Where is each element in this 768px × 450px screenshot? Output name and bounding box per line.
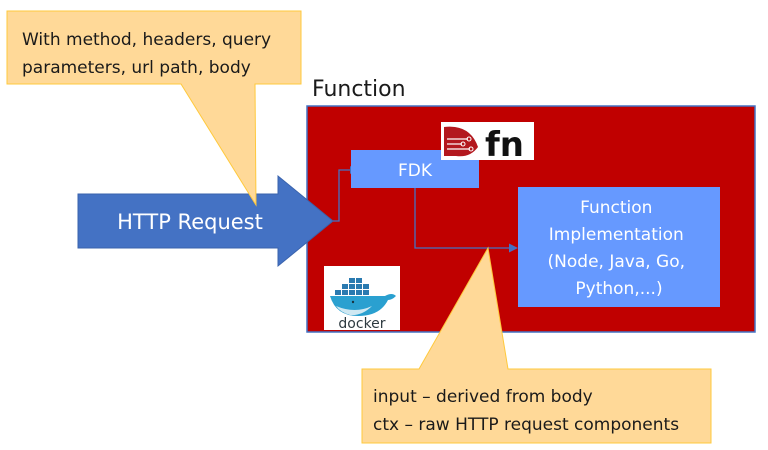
implementation-line: Python,...) — [575, 279, 662, 299]
callout-top-line: With method, headers, query — [22, 30, 271, 50]
fdk-label: FDK — [398, 161, 433, 181]
function-title: Function — [312, 77, 406, 102]
callout-top-line: parameters, url path, body — [22, 58, 251, 78]
implementation-box — [518, 187, 720, 307]
connector-to-implementation — [414, 188, 510, 249]
callout-bottom — [361, 246, 712, 444]
implementation-text: Function Implementation (Node, Java, Go,… — [548, 198, 691, 299]
callout-bottom-line: input – derived from body — [373, 387, 593, 407]
implementation-line: (Node, Java, Go, — [548, 252, 686, 272]
implementation-line: Implementation — [549, 225, 684, 245]
fn-logo-text: fn — [485, 125, 524, 165]
http-request-label: HTTP Request — [117, 210, 263, 234]
callout-top — [6, 10, 302, 207]
callout-bottom-text: input – derived from body ctx – raw HTTP… — [373, 387, 679, 435]
connector-to-fdk — [333, 169, 350, 222]
connector-arrowhead-implementation — [509, 243, 518, 253]
fn-logo-icon: fn — [441, 122, 534, 165]
implementation-line: Function — [580, 198, 652, 218]
callout-top-text: With method, headers, query parameters, … — [22, 30, 277, 78]
docker-logo-icon: docker — [324, 266, 400, 332]
callout-bottom-line: ctx – raw HTTP request components — [373, 415, 679, 435]
http-request-arrow — [77, 174, 334, 268]
docker-logo-text: docker — [338, 316, 385, 332]
